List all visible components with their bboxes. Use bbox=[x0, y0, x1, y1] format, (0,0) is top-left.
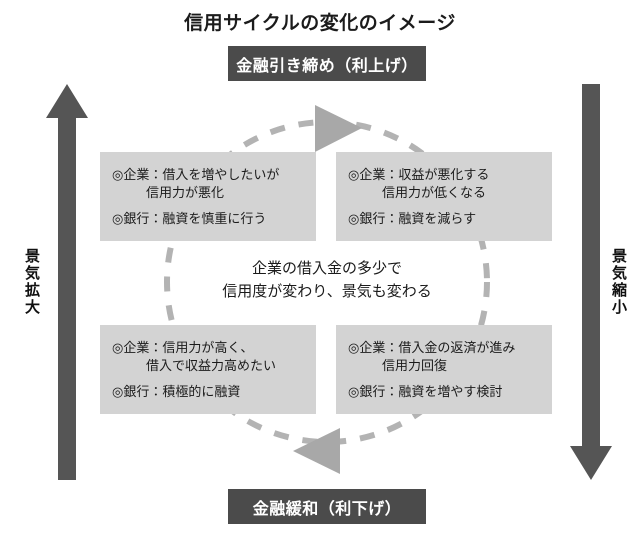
corporate-line-1: ◎企業：信用力が高く、 bbox=[112, 340, 254, 355]
page-title: 信用サイクルの変化のイメージ bbox=[184, 13, 456, 34]
bank-line: ◎銀行：融資を慎重に行う bbox=[112, 210, 267, 226]
center-caption: 企業の借入金の多少で 信用度が変わり、景気も変わる bbox=[160, 258, 494, 303]
quadrant-box-bottom-right: ◎企業：借入金の返済が進み 信用力回復 ◎銀行：融資を増やす検討 bbox=[336, 325, 552, 414]
bank-line: ◎銀行：融資を減らす bbox=[348, 210, 477, 226]
policy-bar-tightening: 金融引き締め（利上げ） bbox=[228, 46, 426, 81]
bank-line: ◎銀行：積極的に融資 bbox=[112, 383, 241, 399]
corporate-line-1: ◎企業：借入を増やしたいが bbox=[112, 167, 280, 182]
corporate-line-2: 信用力が低くなる bbox=[382, 185, 487, 201]
center-caption-line-1: 企業の借入金の多少で bbox=[251, 260, 402, 277]
quadrant-box-top-left: ◎企業：借入を増やしたいが 信用力が悪化 ◎銀行：融資を慎重に行う bbox=[100, 152, 316, 241]
corporate-line-2: 信用力が悪化 bbox=[146, 185, 225, 201]
cycle-arrowhead-top-right-icon bbox=[315, 105, 362, 152]
bank-line: ◎銀行：融資を増やす検討 bbox=[348, 383, 503, 399]
economy-contraction-label: 景気縮小 bbox=[610, 248, 627, 316]
economy-expansion-label: 景気拡大 bbox=[23, 248, 40, 316]
economy-expansion-arrow-up-icon bbox=[46, 84, 88, 480]
center-caption-line-2: 信用度が変わり、景気も変わる bbox=[222, 282, 432, 300]
corporate-line-2: 借入で収益力高めたい bbox=[146, 358, 277, 374]
corporate-line-1: ◎企業：借入金の返済が進み bbox=[348, 340, 516, 355]
quadrant-box-top-right: ◎企業：収益が悪化する 信用力が低くなる ◎銀行：融資を減らす bbox=[336, 152, 552, 241]
cycle-arrowhead-bottom-left-icon bbox=[293, 428, 340, 474]
quadrant-box-bottom-left: ◎企業：信用力が高く、 借入で収益力高めたい ◎銀行：積極的に融資 bbox=[100, 325, 316, 414]
economy-contraction-arrow-down-icon bbox=[570, 84, 612, 480]
corporate-line-2: 信用力回復 bbox=[382, 358, 448, 374]
corporate-line-1: ◎企業：収益が悪化する bbox=[348, 167, 490, 182]
policy-bar-easing: 金融緩和（利下げ） bbox=[228, 489, 426, 524]
